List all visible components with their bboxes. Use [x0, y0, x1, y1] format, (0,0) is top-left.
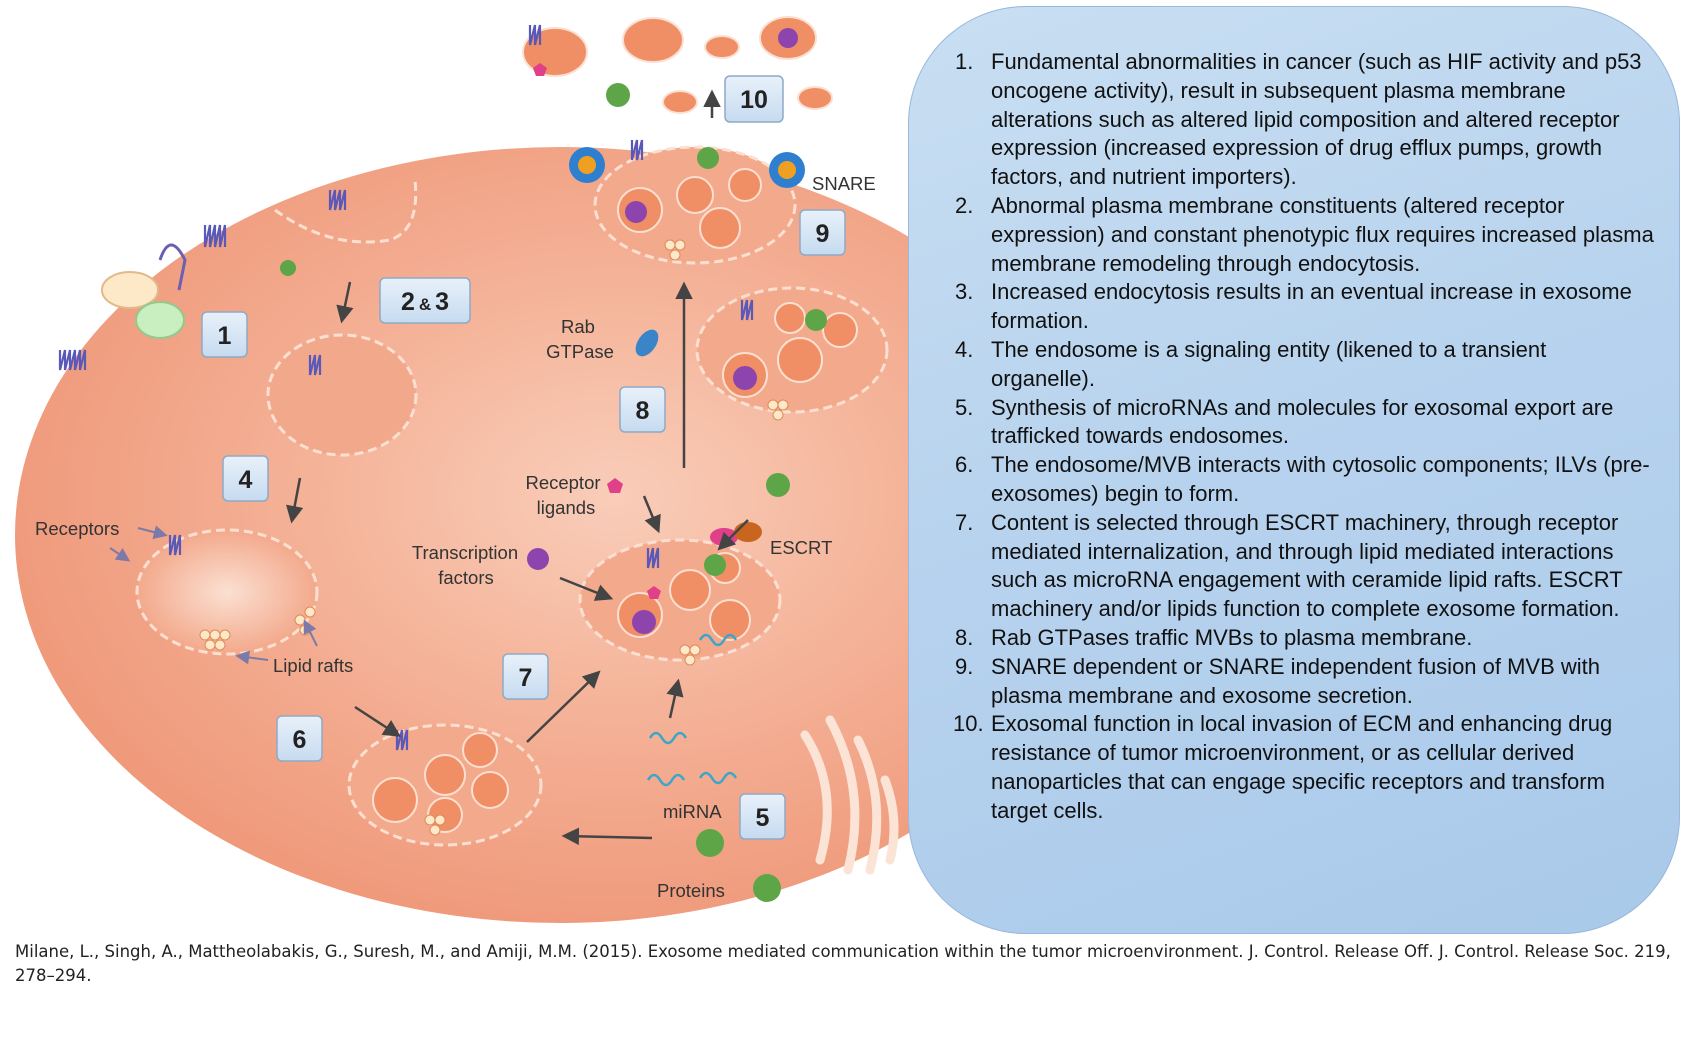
step-badge-8: 8	[619, 386, 666, 433]
factors-label: factors	[438, 567, 494, 588]
svg-text:7: 7	[519, 664, 533, 692]
step-text: Synthesis of microRNAs and molecules for…	[991, 394, 1614, 449]
step-item: 9. SNARE dependent or SNARE independent f…	[955, 653, 1655, 711]
golgi-apparatus	[800, 715, 899, 875]
step-number: 7.	[955, 509, 974, 535]
pathway-arrows	[286, 89, 749, 846]
step-badge-2-3: 2&3	[379, 277, 471, 324]
step-number: 8.	[955, 624, 974, 650]
lipid-rafts-label: Lipid rafts	[273, 655, 353, 676]
step-text: The endosome is a signaling entity (like…	[991, 336, 1547, 391]
step-item: 1. Fundamental abnormalities in cancer (s…	[955, 48, 1655, 192]
receptors-label: Receptors	[35, 518, 119, 539]
step-badge-10: 10	[724, 75, 784, 123]
mvb-step-6	[347, 723, 543, 847]
ligand-icon	[533, 63, 661, 599]
proteins-label: Proteins	[657, 880, 725, 901]
receptor-label: Receptor	[525, 472, 600, 493]
transcription-label: Transcription	[412, 542, 518, 563]
mvb-step-8	[695, 286, 889, 414]
step-text: SNARE dependent or SNARE independent fus…	[991, 653, 1601, 708]
step-badge-9: 9	[799, 209, 846, 256]
step-text: Exosomal function in local invasion of E…	[991, 711, 1613, 823]
svg-text:8: 8	[636, 397, 650, 425]
step-number: 10.	[953, 711, 984, 737]
step-item: 7. Content is selected through ESCRT mach…	[955, 509, 1655, 624]
ligands-label: ligands	[537, 497, 596, 518]
step-number: 3.	[955, 279, 974, 305]
step-text: Rab GTPases traffic MVBs to plasma membr…	[991, 624, 1473, 650]
step-number: 6.	[955, 452, 974, 478]
svg-text:6: 6	[293, 726, 307, 754]
svg-text:1: 1	[218, 322, 232, 350]
snare-label: SNARE	[812, 173, 876, 194]
label-arrows	[109, 525, 318, 665]
svg-text:2&3: 2&3	[401, 288, 449, 316]
snare-icon	[569, 147, 805, 188]
mvb-step-9	[593, 145, 797, 265]
early-endosome	[266, 333, 418, 457]
steps-panel	[908, 6, 1680, 934]
mirna-icon	[646, 633, 738, 787]
step-item: 10. Exosomal function in local invasion o…	[953, 710, 1655, 825]
lipid-raft-icon	[199, 239, 789, 836]
step-number: 1.	[955, 49, 974, 74]
receptor-icon	[58, 24, 754, 751]
svg-text:4: 4	[239, 466, 253, 494]
svg-text:9: 9	[816, 220, 830, 248]
rab-gtpase-icon	[635, 329, 659, 357]
mirna-label: miRNA	[663, 801, 722, 822]
step-item: 2. Abnormal plasma membrane constituents …	[955, 192, 1655, 278]
step-badge-1: 1	[201, 311, 248, 358]
steps-list: 1. Fundamental abnormalities in cancer (s…	[953, 48, 1655, 826]
transcription-factor-icon	[527, 28, 798, 634]
step-text: Content is selected through ESCRT machin…	[991, 509, 1623, 622]
step-text: Abnormal plasma membrane constituents (a…	[991, 192, 1654, 276]
step-number: 9.	[955, 653, 974, 679]
gtpase-label: GTPase	[546, 341, 614, 362]
step-number: 4.	[955, 336, 974, 362]
step-item: 3. Increased endocytosis results in an ev…	[955, 278, 1655, 336]
step-item: 6. The endosome/MVB interacts with cytoso…	[955, 451, 1655, 509]
step-number: 5.	[955, 394, 974, 420]
step-item: 4. The endosome is a signaling entity (li…	[955, 336, 1655, 394]
step-text: Fundamental abnormalities in cancer (suc…	[991, 49, 1642, 190]
step-text: The endosome/MVB interacts with cytosoli…	[991, 452, 1650, 506]
mvb-step-7	[578, 538, 782, 662]
step-item: 8. Rab GTPases traffic MVBs to plasma mem…	[955, 624, 1655, 653]
step-badge-7: 7	[502, 653, 549, 700]
endocytic-pit	[274, 179, 418, 244]
step-badge-5: 5	[739, 793, 786, 840]
citation: Milane, L., Singh, A., Mattheolabakis, G…	[15, 942, 1671, 985]
escrt-label: ESCRT	[770, 537, 832, 558]
rab-label: Rab	[561, 316, 595, 337]
svg-text:5: 5	[756, 804, 770, 832]
signaling-endosome	[135, 528, 319, 656]
transporter-icon	[101, 243, 187, 339]
protein-icon	[280, 83, 827, 902]
step-item: 5. Synthesis of microRNAs and molecules f…	[955, 394, 1655, 452]
step-badge-4: 4	[222, 455, 269, 502]
svg-text:10: 10	[740, 86, 768, 114]
step-text: Increased endocytosis results in an even…	[991, 279, 1632, 334]
step-number: 2.	[955, 192, 974, 218]
step-badge-6: 6	[276, 715, 323, 762]
